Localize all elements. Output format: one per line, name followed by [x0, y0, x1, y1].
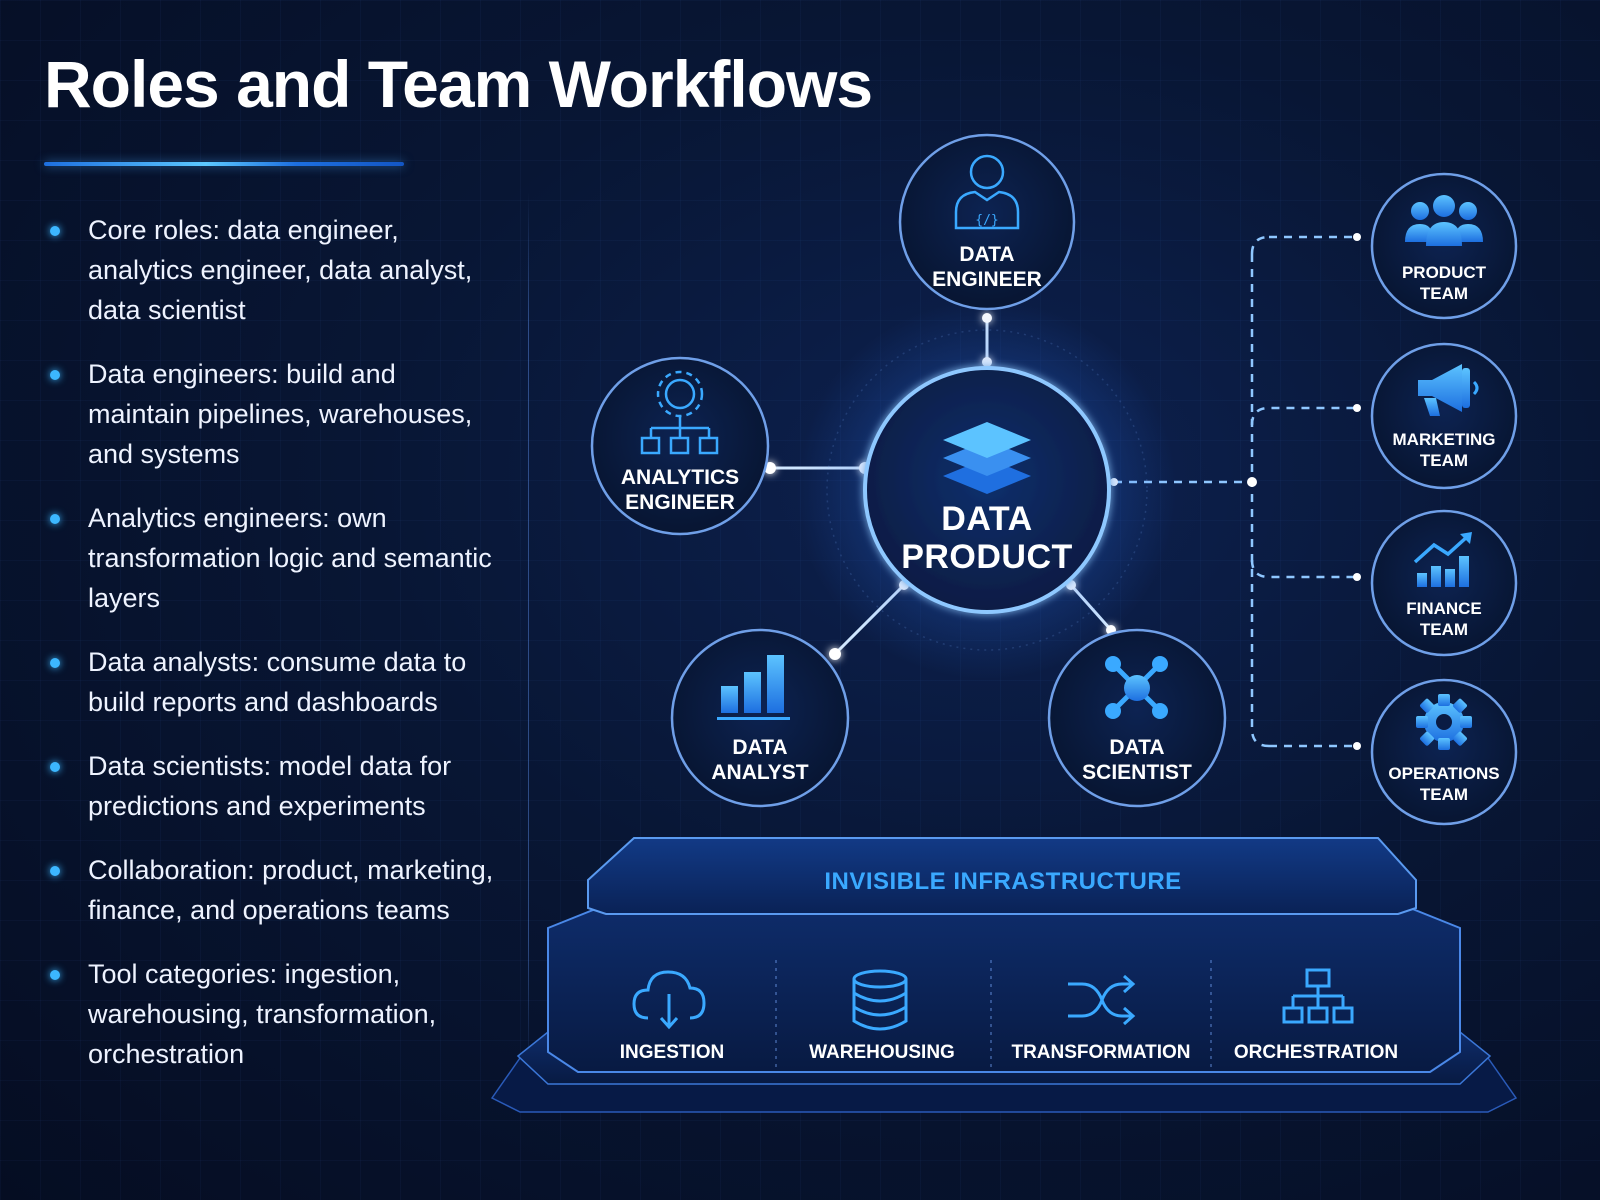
node-finance-team [1370, 509, 1518, 657]
bullet-analytics-engineers: Analytics engineers: own transformation … [48, 498, 498, 618]
cloud-download-icon [632, 970, 706, 1030]
section-divider [528, 192, 529, 1072]
connector-dot [1247, 477, 1257, 487]
node-data-scientist [1047, 628, 1227, 808]
gear-icon [1416, 694, 1472, 750]
database-icon [852, 969, 908, 1031]
tool-label-ingestion: INGESTION [619, 1042, 725, 1063]
bullet-core-roles: Core roles: data engineer, analytics eng… [48, 210, 498, 330]
tool-label-transformation: TRANSFORMATION [1011, 1042, 1191, 1063]
role-label-data-scientist: DATA SCIENTIST [1082, 736, 1192, 784]
center-node-data-product [797, 300, 1177, 680]
bullet-collaboration: Collaboration: product, marketing, finan… [48, 850, 498, 930]
tool-label-orchestration: ORCHESTRATION [1233, 1042, 1399, 1063]
svg-text:{/}: {/} [975, 213, 998, 228]
connector-dot [1353, 742, 1361, 750]
connector-dot [1353, 404, 1361, 412]
node-circle [898, 133, 1076, 311]
tool-label-warehousing: WAREHOUSING [809, 1042, 955, 1063]
people-icon [1405, 195, 1483, 246]
node-data-analyst [670, 628, 850, 808]
center-halo-ring [826, 329, 1148, 651]
gear-hierarchy-icon [640, 370, 719, 455]
node-circle [1370, 509, 1518, 657]
branch-finance-team [1250, 559, 1357, 579]
connector-dot [1353, 233, 1361, 241]
bullet-data-engineers: Data engineers: build and maintain pipel… [48, 354, 498, 474]
infrastructure-platform [490, 837, 1518, 1113]
node-marketing-team [1370, 342, 1518, 490]
team-vertical-line [1250, 235, 1270, 748]
node-analytics-engineer [590, 356, 770, 536]
node-operations-team [1370, 678, 1518, 826]
node-circle [590, 356, 770, 536]
bullet-list: Core roles: data engineer, analytics eng… [48, 210, 498, 1098]
layers-icon [943, 422, 1031, 494]
connector-dot [1353, 573, 1361, 581]
page-title: Roles and Team Workflows [44, 47, 873, 121]
team-label-finance: FINANCE TEAM [1406, 599, 1482, 639]
platform-top-tier [587, 837, 1417, 915]
bar-chart-icon [717, 655, 790, 720]
node-product-team [1370, 172, 1518, 320]
bullet-tool-categories: Tool categories: ingestion, warehousing,… [48, 954, 498, 1074]
center-label: DATA PRODUCT [901, 500, 1073, 576]
shuffle-icon [1068, 974, 1136, 1026]
infrastructure-title: INVISIBLE INFRASTRUCTURE [824, 868, 1182, 895]
network-nodes-icon [1105, 656, 1168, 719]
bullet-data-scientists: Data scientists: model data for predicti… [48, 746, 498, 826]
coder-person-icon: {/} [954, 154, 1020, 230]
node-data-engineer: {/} [898, 133, 1076, 311]
bullet-data-analysts: Data analysts: consume data to build rep… [48, 642, 498, 722]
branch-marketing-team [1250, 406, 1357, 426]
team-label-operations: OPERATIONS TEAM [1388, 764, 1500, 804]
tool-dividers [775, 960, 1212, 1068]
connector-dot [829, 648, 841, 660]
role-label-analytics-engineer: ANALYTICS ENGINEER [620, 466, 740, 514]
role-label-data-analyst: DATA ANALYST [711, 736, 809, 784]
hierarchy-icon [1282, 968, 1354, 1024]
node-circle [1370, 678, 1518, 826]
growth-chart-icon [1413, 532, 1472, 587]
role-label-data-engineer: DATA ENGINEER [932, 243, 1042, 291]
megaphone-icon [1418, 364, 1479, 416]
node-circle [1370, 342, 1518, 490]
node-circle [1047, 628, 1227, 808]
title-underline [44, 162, 404, 166]
team-label-product: PRODUCT TEAM [1401, 263, 1487, 303]
team-label-marketing: MARKETING TEAM [1392, 430, 1496, 470]
